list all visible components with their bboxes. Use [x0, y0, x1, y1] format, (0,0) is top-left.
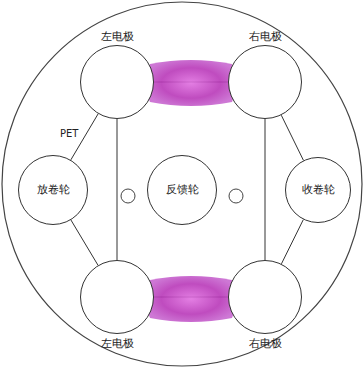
- film-path: [71, 220, 98, 265]
- roller-circle: 左电极: [80, 45, 154, 119]
- electrode-label: 右电极: [249, 30, 282, 43]
- guide-roller: [229, 189, 243, 203]
- roller-circle: 放卷轮: [18, 155, 88, 225]
- roller-label: 收卷轮: [302, 183, 335, 196]
- film-path: [117, 119, 118, 260]
- roller-circle: 右电极: [228, 45, 302, 119]
- guide-roller: [121, 189, 135, 203]
- film-path: [281, 115, 303, 160]
- film-path: [281, 220, 303, 264]
- chamber-outline: [2, 2, 362, 366]
- roller-circle: 反馈轮: [147, 155, 217, 225]
- roller-circle: 收卷轮: [285, 157, 351, 223]
- electrode-label: 左电极: [101, 30, 134, 43]
- roller-label: 反馈轮: [166, 183, 199, 196]
- electrode-label: 右电极: [249, 337, 282, 350]
- plasma-region: [146, 60, 236, 106]
- roller-label: 放卷轮: [37, 183, 70, 196]
- plasma-region: [146, 276, 236, 322]
- roller-circle: 右电极: [228, 260, 302, 334]
- film-path: [265, 119, 266, 260]
- roller-circle: 左电极: [80, 260, 154, 334]
- material-label: PET: [60, 128, 78, 139]
- electrode-label: 左电极: [101, 337, 134, 350]
